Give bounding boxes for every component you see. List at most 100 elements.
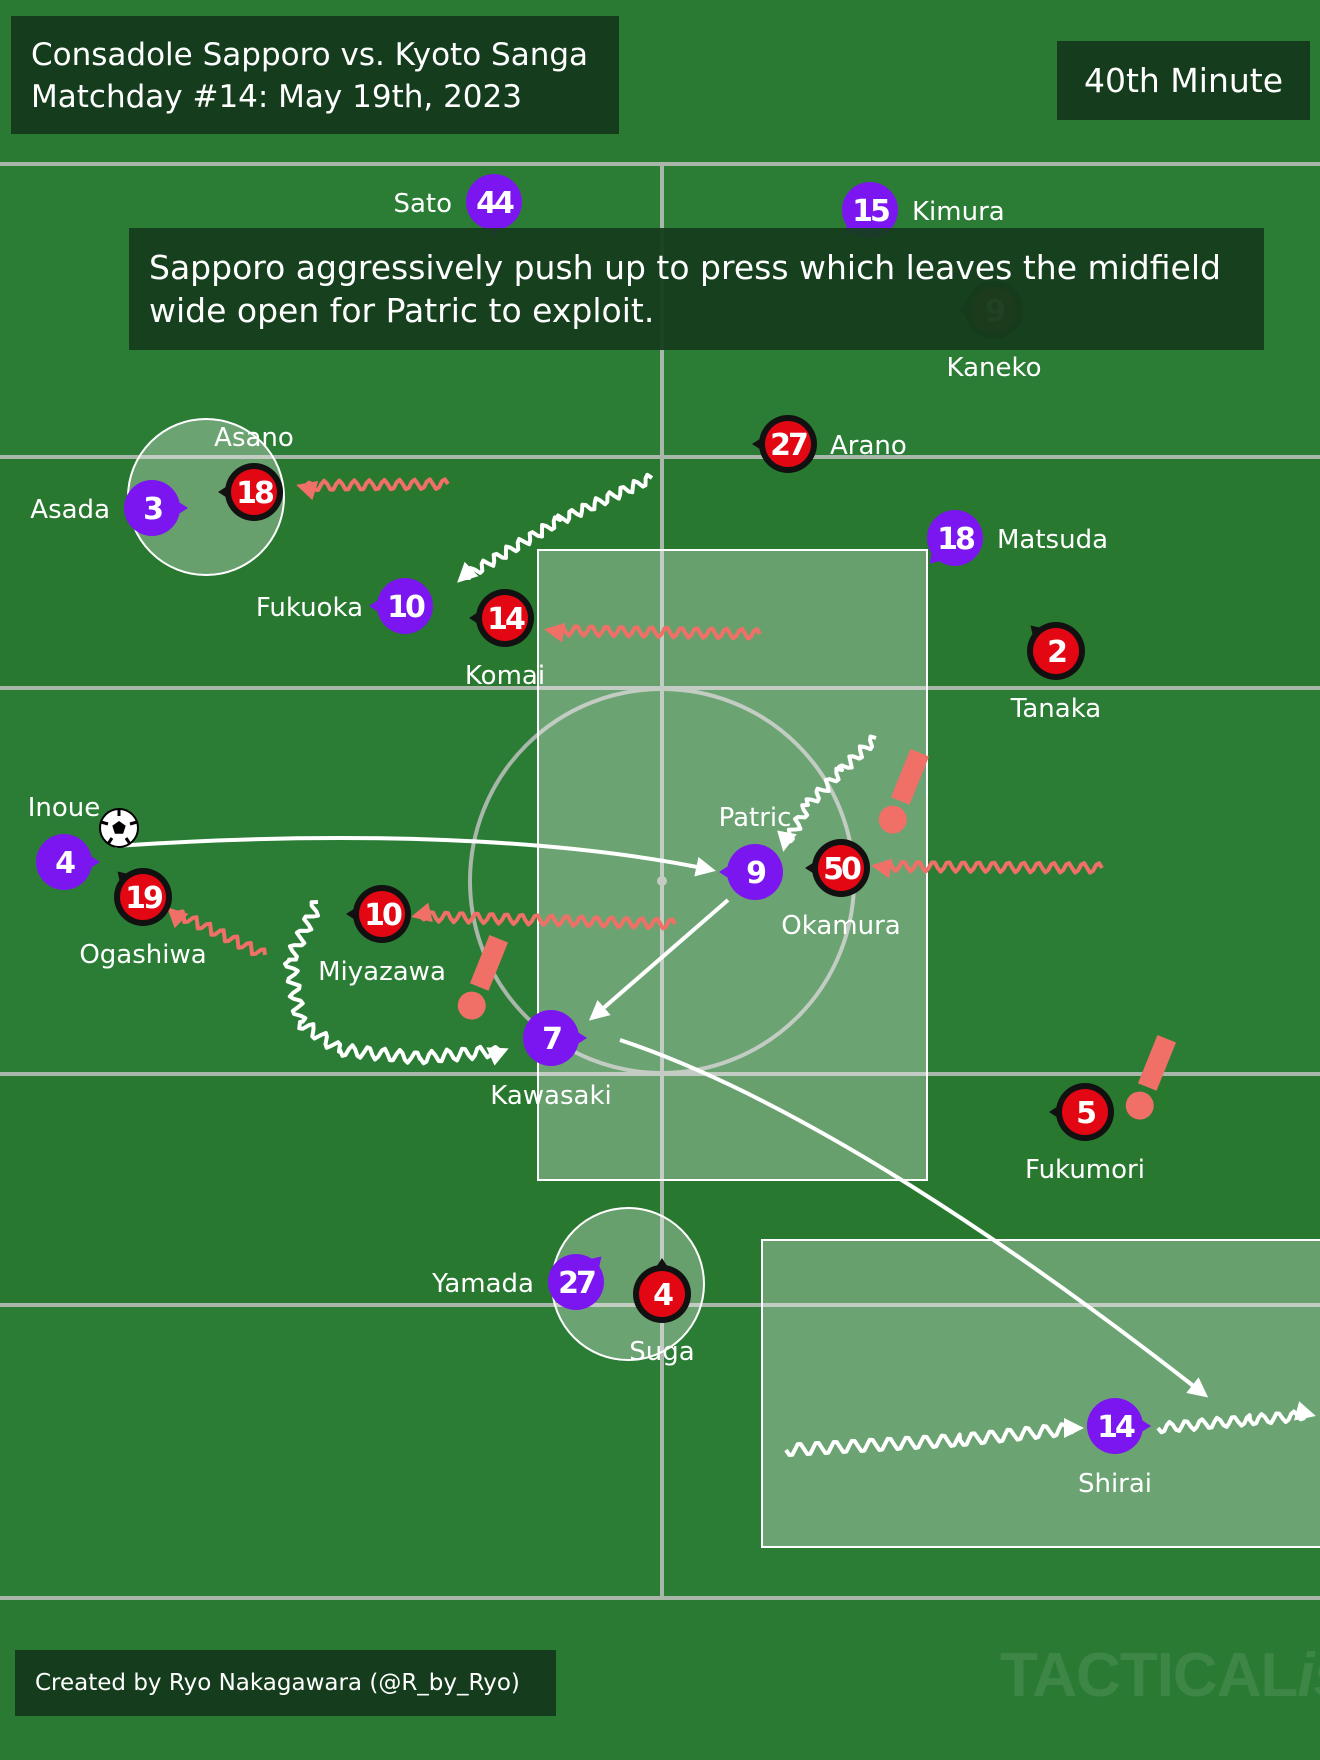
player-name: Asano: [214, 423, 294, 453]
player-name: Inoue: [28, 793, 101, 823]
player-number: 19: [125, 881, 162, 916]
player-name: Asada: [30, 495, 110, 525]
run-arrow-kawasaki: [283, 900, 509, 1066]
press-arrow-miyazawa: [411, 902, 677, 931]
match-title: Consadole Sapporo vs. Kyoto Sanga Matchd…: [11, 16, 619, 134]
player-number: 7: [542, 1022, 561, 1057]
run-arrow-shirai-approach: [784, 1418, 1084, 1457]
player-name: Kawasaki: [490, 1081, 611, 1111]
pass-arrow-kawasaki-shirai: [619, 1038, 1209, 1398]
player-number: 9: [746, 856, 765, 891]
exclamation-icon: [878, 749, 929, 834]
annotation-line-2: wide open for Patric to exploit.: [149, 291, 655, 330]
annotation-line-1: Sapporo aggressively push up to press wh…: [149, 248, 1221, 287]
flank-zone: [761, 1239, 1320, 1548]
press-arrow-okamura: [871, 858, 1104, 879]
player-number: 50: [823, 852, 861, 887]
player-number: 3: [143, 492, 162, 527]
player-disc: [36, 834, 92, 890]
player-number: 15: [852, 194, 889, 229]
credit-box: Created by Ryo Nakagawara (@R_by_Ryo): [15, 1650, 556, 1716]
player-disc: [548, 1254, 604, 1310]
player-name: Matsuda: [997, 525, 1108, 555]
player-name: Patric: [719, 803, 792, 833]
run-arrow-shirai: [1156, 1401, 1316, 1435]
player-number: 27: [770, 428, 807, 463]
player-disc: [359, 891, 405, 937]
player-kyoto-matsuda: 18 Matsuda: [927, 510, 1108, 566]
minute-label: 40th Minute: [1083, 61, 1284, 100]
player-number: 4: [55, 846, 75, 881]
player-number: 10: [364, 898, 402, 933]
brand-suffix: ista: [1297, 1641, 1320, 1710]
player-kyoto-asada: 3 Asada: [30, 480, 188, 536]
title-line-2: Matchday #14: May 19th, 2023: [31, 79, 522, 115]
press-arrow-komai: [544, 622, 762, 643]
player-disc: [1087, 1398, 1143, 1454]
run-arrow-fukuoka: [457, 472, 654, 583]
player-name: Shirai: [1078, 1469, 1152, 1499]
pass-arrow-inoue-patric: [114, 836, 716, 877]
player-disc: [927, 510, 983, 566]
player-name: Sato: [393, 189, 452, 219]
player-kyoto-inoue: 4 Inoue: [28, 793, 101, 890]
player-name: Suga: [629, 1337, 694, 1367]
player-disc: [120, 874, 166, 920]
player-name: Kimura: [912, 197, 1005, 227]
player-name: Yamada: [431, 1269, 534, 1299]
run-arrow-patric: [777, 734, 877, 852]
soccer-ball-icon: [99, 808, 139, 848]
press-arrow-asano: [296, 477, 450, 501]
exclamation-icon: [1125, 1035, 1176, 1120]
player-disc: [727, 844, 783, 900]
player-disc: [1062, 1089, 1108, 1135]
player-number: 5: [1076, 1096, 1095, 1131]
exclamation-icon: [457, 935, 508, 1020]
brand-main: TACTICAL: [1000, 1641, 1298, 1710]
player-kyoto-sato: 44 Sato: [393, 174, 522, 238]
player-number: 18: [937, 522, 975, 557]
player-disc: [124, 480, 180, 536]
alert-marks: [457, 749, 1176, 1120]
player-number: 14: [1097, 1410, 1135, 1445]
run-arrows: [114, 836, 1209, 1398]
annotation-box: Sapporo aggressively push up to press wh…: [129, 228, 1264, 350]
player-kyoto-fukuoka: 10 Fukuoka: [256, 578, 433, 634]
player-disc: [639, 1271, 685, 1317]
player-name: Komai: [465, 661, 545, 691]
player-disc: [818, 845, 864, 891]
player-disc: [523, 1010, 579, 1066]
player-number: 18: [236, 476, 274, 511]
player-number: 44: [476, 186, 514, 221]
player-disc: [842, 182, 898, 238]
player-kyoto-yamada: 27 Yamada: [431, 1254, 604, 1310]
player-disc: [466, 174, 522, 230]
player-name: Fukuoka: [256, 593, 363, 623]
player-name: Fukumori: [1025, 1155, 1145, 1185]
player-number: 27: [558, 1266, 595, 1301]
player-disc: [765, 421, 811, 467]
pass-arrow-patric-kawasaki: [588, 898, 730, 1021]
player-disc: [482, 595, 528, 641]
player-number: 10: [387, 590, 425, 625]
player-name: Ogashiwa: [79, 940, 206, 970]
player-disc: [1033, 628, 1079, 674]
player-name: Miyazawa: [318, 957, 446, 987]
player-disc: [231, 469, 277, 515]
center-spot: [657, 876, 667, 886]
brand-watermark: TACTICALista: [1000, 1640, 1320, 1711]
minute-badge: 40th Minute: [1057, 41, 1310, 120]
dribble-arrows: [167, 472, 1316, 1457]
player-name: Kaneko: [946, 353, 1041, 383]
credit-label: Created by Ryo Nakagawara (@R_by_Ryo): [35, 1670, 520, 1696]
player-name: Tanaka: [1010, 694, 1101, 724]
